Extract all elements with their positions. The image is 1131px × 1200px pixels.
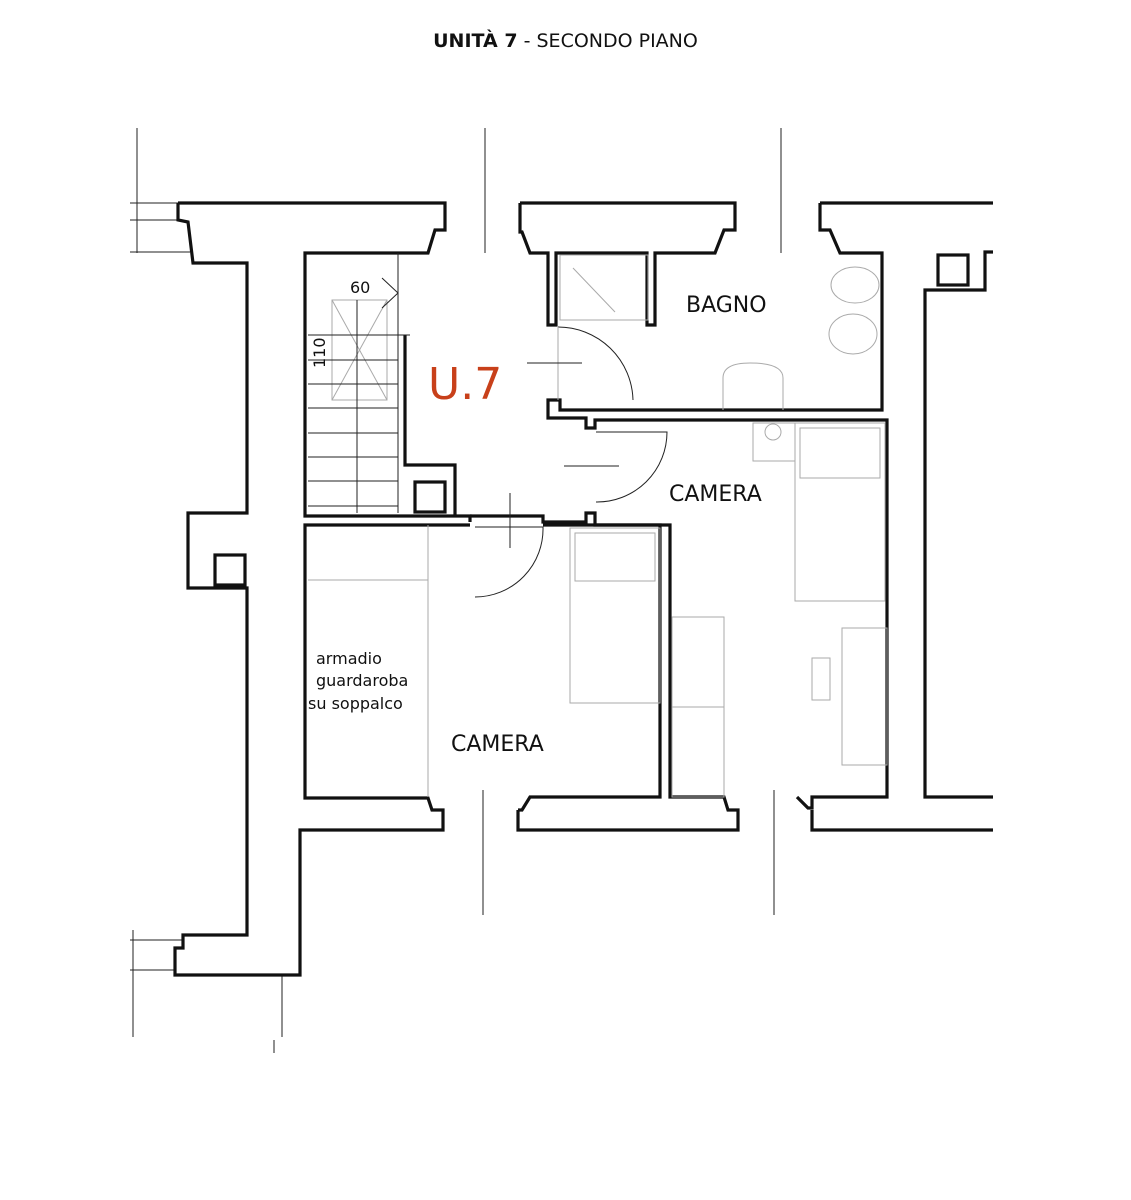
toilet-icon <box>830 266 880 304</box>
desk <box>841 627 888 766</box>
room-label-bedroom-left: CAMERA <box>451 732 544 757</box>
bidet-icon <box>828 313 878 355</box>
bed-left <box>569 527 661 704</box>
doors <box>474 326 668 598</box>
room-label-bedroom-right: CAMERA <box>669 482 762 507</box>
wardrobe-note-line3: su soppalco <box>308 694 403 713</box>
fixtures <box>308 254 888 798</box>
plan-title-floor: - SECONDO PIANO <box>517 30 698 52</box>
stair-width-dim: 60 <box>350 278 370 297</box>
shower-tray <box>559 254 649 321</box>
room-label-bath: BAGNO <box>686 293 767 318</box>
sink-icon <box>722 362 784 410</box>
axis-lines <box>130 128 782 1053</box>
wardrobe-note-line2: guardaroba <box>316 671 408 690</box>
wardrobe-note-line1: armadio <box>316 649 382 668</box>
staircase <box>308 253 410 513</box>
stair-length-dim: 110 <box>310 337 329 368</box>
bed-right <box>794 422 886 602</box>
plan-title-unit: UNITÀ 7 <box>433 30 518 52</box>
walls <box>173 201 993 977</box>
plan-title: UNITÀ 7 - SECONDO PIANO <box>0 30 1131 52</box>
unit-label: U.7 <box>428 359 502 410</box>
